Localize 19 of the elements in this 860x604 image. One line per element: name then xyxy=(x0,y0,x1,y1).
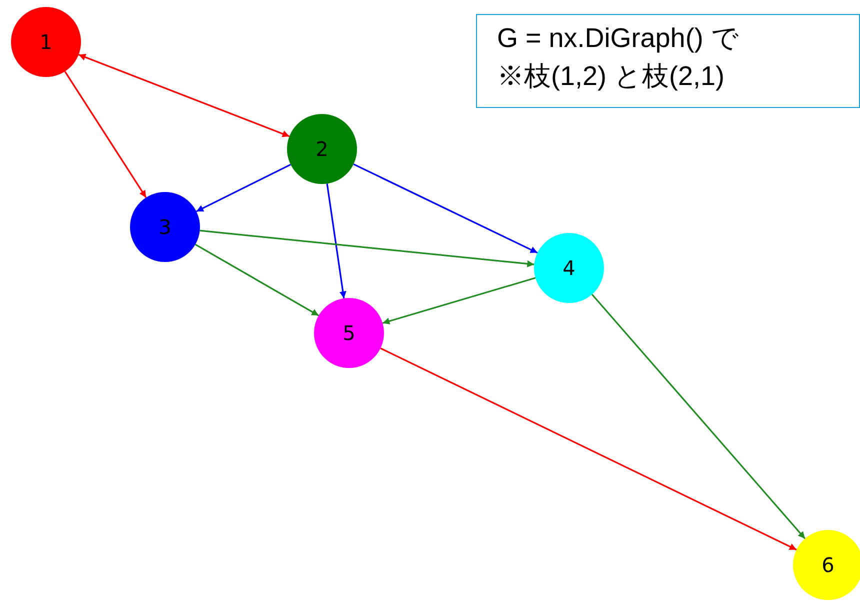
arrow xyxy=(194,244,320,316)
arrow xyxy=(196,164,291,212)
graph-node: 3 xyxy=(130,192,200,262)
arrow xyxy=(382,277,536,324)
arrow xyxy=(380,348,797,550)
arrow xyxy=(78,54,290,138)
note-text: ※枝(1,2) と枝(2,1) xyxy=(497,60,726,93)
note-box xyxy=(476,14,860,108)
graph-node: 6 xyxy=(793,530,860,600)
note-text: G = nx.DiGraph() で xyxy=(497,22,740,55)
arrow xyxy=(353,163,538,254)
arrow xyxy=(326,184,346,298)
arrow xyxy=(200,230,534,268)
graph-node: 5 xyxy=(314,298,384,368)
arrow xyxy=(591,294,806,540)
arrow xyxy=(64,71,147,198)
graph-node: 1 xyxy=(11,7,81,77)
graph-node: 4 xyxy=(534,233,604,303)
graph-node: 2 xyxy=(287,114,357,184)
